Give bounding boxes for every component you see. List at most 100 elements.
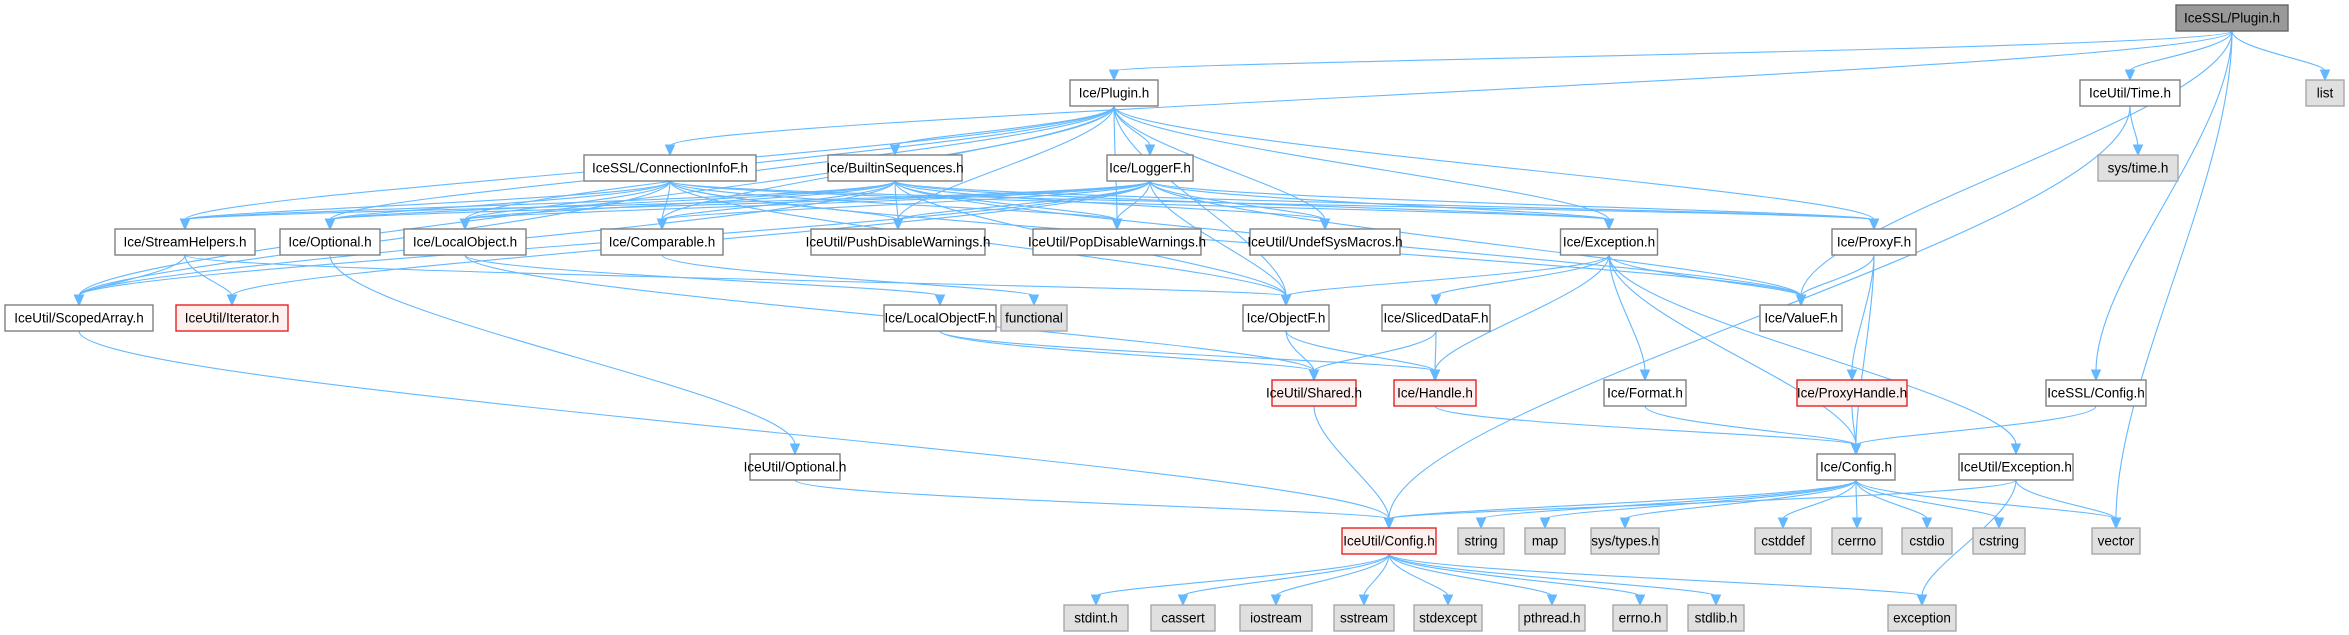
node-ice-format[interactable]: Ice/Format.h <box>1603 379 1687 407</box>
edge-ice-config-to-cstring <box>1855 479 2005 530</box>
node-iceutil-scopedarray[interactable]: IceUtil/ScopedArray.h <box>4 304 154 332</box>
arrowhead-icon <box>179 218 191 231</box>
node-box <box>1831 228 1917 256</box>
edge-line <box>2095 30 2233 372</box>
edge-ice-loggerf-to-ice-exception <box>1149 180 1615 231</box>
edge-iceutil-config-to-errno <box>1388 553 1646 607</box>
node-box <box>1759 304 1843 332</box>
node-ice-loggerf[interactable]: Ice/LoggerF.h <box>1106 154 1194 182</box>
edge-line <box>1113 105 1287 297</box>
edge-ice-config-to-cstddef <box>1777 479 1857 530</box>
node-iceutil-time[interactable]: IceUtil/Time.h <box>2079 79 2181 107</box>
node-label: Ice/Handle.h <box>1397 386 1473 401</box>
node-iceutil-exception[interactable]: IceUtil/Exception.h <box>1958 453 2074 481</box>
node-ice-valuef[interactable]: Ice/ValueF.h <box>1759 304 1843 332</box>
node-box <box>1413 604 1483 632</box>
node-ice-config[interactable]: Ice/Config.h <box>1816 453 1896 481</box>
edge-line <box>1851 254 1875 372</box>
node-iceutil-popdis[interactable]: IceUtil/PopDisableWarnings.h <box>1028 228 1206 256</box>
node-label: IceUtil/ScopedArray.h <box>14 311 144 326</box>
edge-ice-config-to-string <box>1475 479 1857 530</box>
node-icessl-plugin[interactable]: IceSSL/Plugin.h <box>2175 4 2289 32</box>
node-label: IceUtil/Time.h <box>2089 86 2171 101</box>
node-ice-comparable[interactable]: Ice/Comparable.h <box>600 228 724 256</box>
arrowhead-icon <box>934 294 946 307</box>
node-label: Ice/BuiltinSequences.h <box>826 161 963 176</box>
node-ice-sliceddataf[interactable]: Ice/SlicedDataF.h <box>1381 304 1491 332</box>
edge-line <box>669 180 1118 221</box>
node-ice-localobject[interactable]: Ice/LocalObject.h <box>403 228 527 256</box>
node-label: IceUtil/Exception.h <box>1960 460 2072 475</box>
node-box <box>1590 527 1660 555</box>
node-box <box>1958 453 2074 481</box>
edge-line <box>78 330 1390 520</box>
node-label: string <box>1464 534 1497 549</box>
node-sys-time: sys/time.h <box>2097 154 2179 182</box>
node-label: IceSSL/ConnectionInfoF.h <box>592 161 748 176</box>
edge-ice-config-to-cstdio <box>1855 479 1933 530</box>
edge-ice-exception-to-iceutil-exception <box>1608 254 2022 456</box>
edge-ice-exception-to-ice-objectf <box>1280 254 1610 307</box>
node-ice-plugin[interactable]: Ice/Plugin.h <box>1069 79 1159 107</box>
edge-line <box>1285 254 1610 297</box>
edge-line <box>1608 254 1646 372</box>
node-iostream: iostream <box>1239 604 1313 632</box>
edge-line <box>464 180 671 221</box>
node-iceutil-shared[interactable]: IceUtil/Shared.h <box>1266 379 1362 407</box>
arrowhead-icon <box>1993 517 2005 530</box>
node-ice-builtinseq[interactable]: Ice/BuiltinSequences.h <box>826 154 964 182</box>
node-ice-proxyf[interactable]: Ice/ProxyF.h <box>1831 228 1917 256</box>
edge-iceutil-config-to-pthread <box>1388 553 1558 607</box>
edge-ice-localobject-to-ice-localobjectf <box>464 254 946 307</box>
node-iceutil-iterator[interactable]: IceUtil/Iterator.h <box>175 304 289 332</box>
arrowhead-icon <box>1090 594 1102 607</box>
node-ice-objectf[interactable]: Ice/ObjectF.h <box>1242 304 1330 332</box>
node-box <box>1341 527 1437 555</box>
node-box <box>2305 79 2345 107</box>
node-sys-types: sys/types.h <box>1590 527 1660 555</box>
node-ice-optional[interactable]: Ice/Optional.h <box>279 228 381 256</box>
arrowhead-icon <box>2090 369 2102 382</box>
node-ice-exception[interactable]: Ice/Exception.h <box>1559 228 1659 256</box>
edge-ice-exception-to-ice-sliceddataf <box>1430 254 1610 307</box>
edge-line <box>897 105 1115 221</box>
node-iceutil-config[interactable]: IceUtil/Config.h <box>1341 527 1437 555</box>
node-ice-localobjectf[interactable]: Ice/LocalObjectF.h <box>883 304 997 332</box>
arrowhead-icon <box>664 144 676 157</box>
node-label: Ice/Optional.h <box>288 235 371 250</box>
arrowhead-icon <box>1319 218 1331 231</box>
node-ice-handle[interactable]: Ice/Handle.h <box>1393 379 1477 407</box>
node-box <box>279 228 381 256</box>
edge-line <box>2231 30 2326 72</box>
node-label: stdexcept <box>1419 611 1477 626</box>
node-iceutil-undef[interactable]: IceUtil/UndefSysMacros.h <box>1247 228 1403 256</box>
edge-ice-proxyf-to-ice-valuef <box>1795 254 1875 307</box>
node-ice-proxyhandle[interactable]: Ice/ProxyHandle.h <box>1796 379 1908 407</box>
node-icessl-config[interactable]: IceSSL/Config.h <box>2045 379 2147 407</box>
node-errno: errno.h <box>1612 604 1668 632</box>
edge-line <box>2015 479 2117 520</box>
node-box <box>175 304 289 332</box>
node-label: iostream <box>1250 611 1302 626</box>
node-label: IceUtil/Config.h <box>1343 534 1435 549</box>
edge-line <box>661 254 1035 297</box>
node-iceutil-optional[interactable]: IceUtil/Optional.h <box>744 453 847 481</box>
node-label: cstring <box>1979 534 2019 549</box>
node-iceutil-pushdis[interactable]: IceUtil/PushDisableWarnings.h <box>806 228 991 256</box>
node-functional: functional <box>1000 304 1068 332</box>
arrowhead-icon <box>1280 294 1292 307</box>
edge-layer <box>73 30 2331 607</box>
node-map: map <box>1524 527 1566 555</box>
node-label: sstream <box>1340 611 1388 626</box>
edge-ice-loggerf-to-ice-comparable <box>656 180 1151 231</box>
node-ice-streamhelpers[interactable]: Ice/StreamHelpers.h <box>114 228 256 256</box>
node-box <box>1271 379 1357 407</box>
node-pthread: pthread.h <box>1518 604 1586 632</box>
node-label: Ice/Exception.h <box>1563 235 1655 250</box>
node-box <box>1106 154 1194 182</box>
edge-line <box>2115 30 2233 520</box>
node-label: Ice/Comparable.h <box>609 235 716 250</box>
node-icessl-conninfof[interactable]: IceSSL/ConnectionInfoF.h <box>583 154 757 182</box>
edge-line <box>1313 405 1390 520</box>
